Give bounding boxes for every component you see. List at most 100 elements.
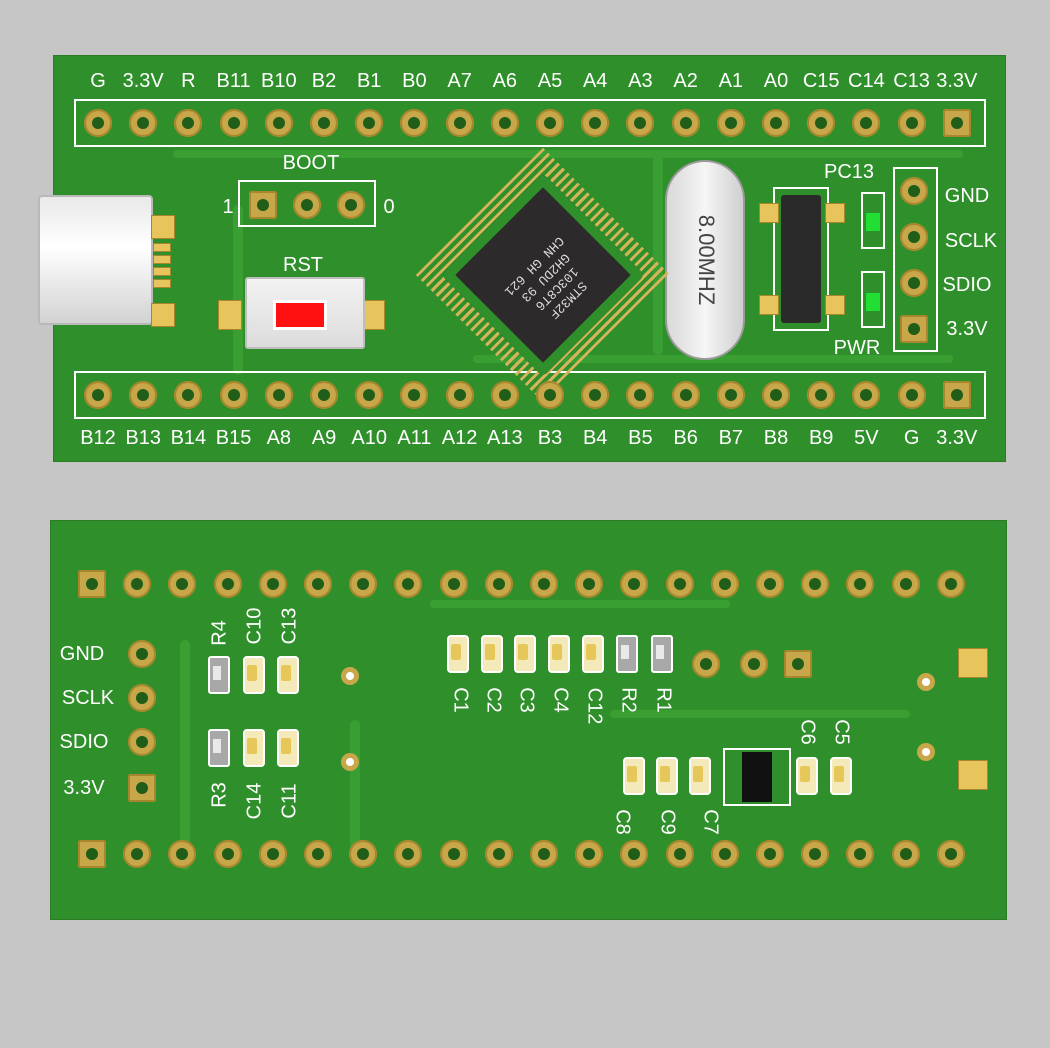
top-row-pin-1[interactable] — [84, 109, 112, 137]
top-row-pin-5[interactable] — [264, 109, 293, 137]
b-top-pins-pin-1[interactable] — [78, 570, 106, 598]
bot-row-pin-5[interactable] — [264, 381, 293, 409]
reset-button[interactable] — [245, 277, 365, 349]
b-bot-pins-pin-1[interactable] — [78, 840, 106, 868]
b-bot-pins-pin-12[interactable] — [575, 840, 604, 868]
b-top-pins-pin-7[interactable] — [349, 570, 378, 598]
bot-row-pin-16[interactable] — [762, 381, 790, 409]
b-bot-pins-pin-6[interactable] — [304, 840, 332, 868]
bot-row-pin-15[interactable] — [716, 381, 745, 409]
bot-row-pin-17[interactable] — [807, 381, 836, 409]
b-bot-pins-pin-11[interactable] — [530, 840, 558, 868]
b-top-pins-pin-8[interactable] — [394, 570, 423, 598]
bot-row-pin-11[interactable] — [536, 381, 564, 409]
swd-pad-sdio[interactable] — [900, 269, 928, 297]
b-bot-pins-pin-4[interactable] — [213, 840, 242, 868]
bot-row-pin-4[interactable] — [219, 381, 248, 409]
b-top-pins-pin-13[interactable] — [620, 570, 649, 598]
bot-row-pin-20[interactable] — [942, 381, 971, 409]
b-bot-pins-pin-15[interactable] — [710, 840, 739, 868]
label-c14: C14 — [243, 782, 266, 820]
b-top-pins-pin-9[interactable] — [439, 570, 468, 598]
bot-row-pin-8[interactable] — [400, 381, 429, 409]
boot-pin-1[interactable] — [249, 191, 277, 219]
b-top-pins-pin-12[interactable] — [575, 570, 604, 598]
top-row-pin-15[interactable] — [716, 109, 745, 137]
top-row-pin-18[interactable] — [852, 109, 881, 137]
top-row-pin-14[interactable] — [671, 109, 700, 137]
boot-pin-3[interactable] — [337, 191, 365, 219]
top-row-pin-6[interactable] — [310, 109, 338, 137]
b-bot-pins-pin-5[interactable] — [258, 840, 287, 868]
b-top-pins-pin-17[interactable] — [801, 570, 830, 598]
top-row-pin-12[interactable] — [581, 109, 610, 137]
b-bot-pins-pin-2[interactable] — [123, 840, 152, 868]
swd-pad-gnd[interactable] — [900, 177, 928, 205]
top-row-pin-2[interactable] — [129, 109, 158, 137]
top-row-pin-7[interactable] — [355, 109, 384, 137]
top-row-pin-17[interactable] — [807, 109, 836, 137]
b-top-pins-pin-11[interactable] — [530, 570, 558, 598]
b-bot-pins-pin-13[interactable] — [620, 840, 649, 868]
boot-pin-2[interactable] — [293, 191, 321, 219]
b-top-pins-pin-3[interactable] — [168, 570, 197, 598]
b-bot-pins-pin-18[interactable] — [846, 840, 875, 868]
bot-row-pin-1[interactable] — [84, 381, 112, 409]
swd-pad-3v3[interactable] — [900, 315, 928, 343]
bot-row-pin-6[interactable] — [310, 381, 338, 409]
b-top-pins-pin-18[interactable] — [846, 570, 875, 598]
b-top-pins-pin-10[interactable] — [484, 570, 513, 598]
b-bot-pins-pin-17[interactable] — [801, 840, 830, 868]
micro-usb-connector — [38, 195, 153, 325]
bot-row-pin-2[interactable] — [129, 381, 158, 409]
top-row-pin-19[interactable] — [897, 109, 926, 137]
bot-row-pin-13[interactable] — [626, 381, 655, 409]
bot-row-pin-3[interactable] — [174, 381, 203, 409]
bot-row-pin-10[interactable] — [490, 381, 519, 409]
bot-row-pin-18[interactable] — [852, 381, 881, 409]
bot-row-pin-14[interactable] — [671, 381, 700, 409]
label-c10: C10 — [243, 607, 266, 645]
top-row-label-9: A7 — [447, 70, 472, 92]
bot-row-pin-12[interactable] — [581, 381, 610, 409]
bottom-swd-pad-sclk[interactable] — [128, 684, 156, 712]
top-row-pin-16[interactable] — [762, 109, 790, 137]
bottom-swd-pad-3v3[interactable] — [128, 774, 156, 802]
bot-row-pin-7[interactable] — [355, 381, 384, 409]
b-top-pins-pin-20[interactable] — [936, 570, 965, 598]
b-top-pins-pin-15[interactable] — [710, 570, 739, 598]
top-row-pin-13[interactable] — [626, 109, 655, 137]
top-row-pin-10[interactable] — [490, 109, 519, 137]
bottom-swd-pad-sdio[interactable] — [128, 728, 156, 756]
b-top-pins-pin-5[interactable] — [258, 570, 287, 598]
b-bot-pins-pin-9[interactable] — [439, 840, 468, 868]
via-4 — [917, 743, 935, 761]
b-bot-pins-pin-8[interactable] — [394, 840, 423, 868]
b-bot-pins-pin-14[interactable] — [665, 840, 694, 868]
swd-pad-sclk[interactable] — [900, 223, 928, 251]
capacitor-c11 — [277, 729, 299, 767]
b-top-pins-pin-16[interactable] — [756, 570, 784, 598]
b-top-pins-pin-14[interactable] — [665, 570, 694, 598]
b-bot-pins-pin-16[interactable] — [756, 840, 784, 868]
b-top-pins-pin-19[interactable] — [891, 570, 920, 598]
b-top-pins-pin-4[interactable] — [213, 570, 242, 598]
bot-row-pin-19[interactable] — [897, 381, 926, 409]
top-row-pin-11[interactable] — [536, 109, 564, 137]
b-bot-pins-pin-3[interactable] — [168, 840, 197, 868]
b-top-pins-pin-2[interactable] — [123, 570, 152, 598]
b-top-pins-pin-6[interactable] — [304, 570, 332, 598]
b-bot-pins-pin-19[interactable] — [891, 840, 920, 868]
b-bot-pins-pin-10[interactable] — [484, 840, 513, 868]
top-row-pin-4[interactable] — [219, 109, 248, 137]
top-row-pin-9[interactable] — [445, 109, 474, 137]
top-row-pin-3[interactable] — [174, 109, 203, 137]
capacitor-c4 — [548, 635, 570, 673]
top-row-pin-20[interactable] — [942, 109, 971, 137]
b-bot-pins-pin-7[interactable] — [349, 840, 378, 868]
top-row-pin-8[interactable] — [400, 109, 429, 137]
bottom-swd-pad-gnd[interactable] — [128, 640, 156, 668]
reset-button-cap[interactable] — [273, 300, 327, 330]
bot-row-pin-9[interactable] — [445, 381, 474, 409]
b-bot-pins-pin-20[interactable] — [936, 840, 965, 868]
